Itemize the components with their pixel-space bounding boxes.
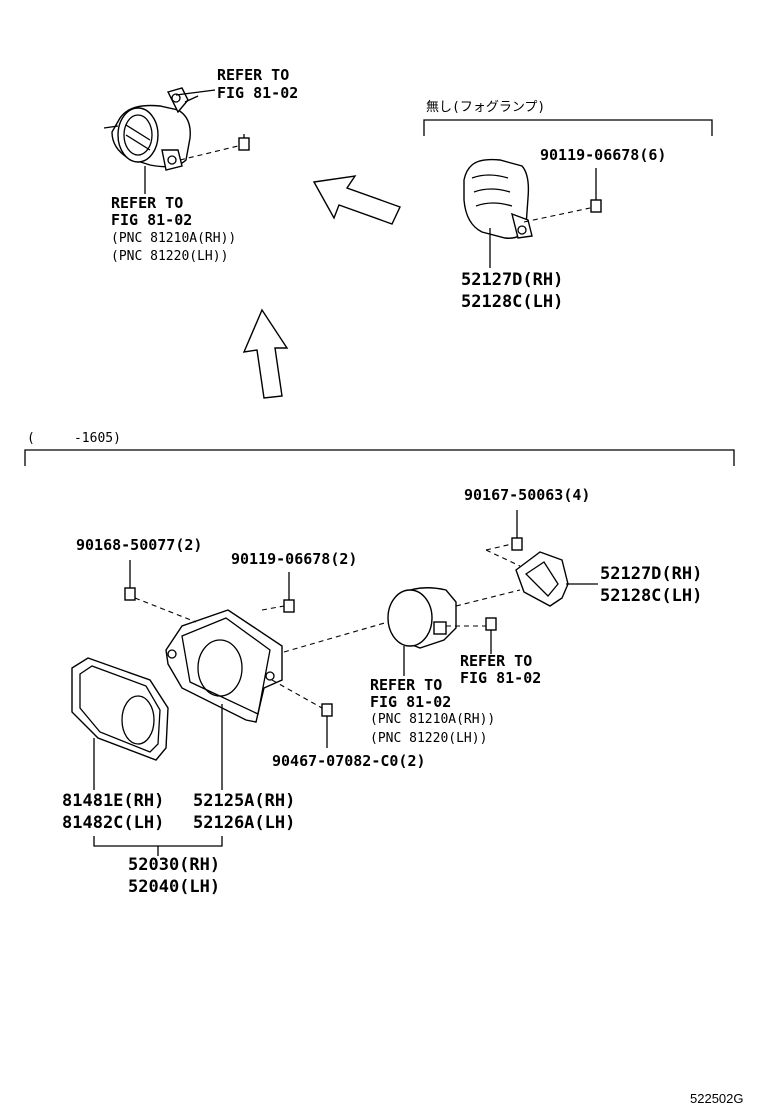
bracket-right-drawing: [515, 551, 569, 607]
refer-lamp-top-line3: (PNC 81210A(RH)): [111, 231, 237, 246]
assembly-part-rh: 52030(RH): [128, 855, 221, 875]
bracket-part-lh: 52128C(LH): [600, 586, 703, 606]
arrow-up-icon: [242, 308, 289, 399]
bolt-c-label: 90119-06678(2): [231, 550, 358, 568]
fog-cover-drawing: [463, 158, 533, 239]
dash-bolt-b: [134, 597, 197, 623]
dash-lamp-housing: [283, 621, 389, 653]
refer-lamp-top-line2: FIG 81-02: [111, 211, 193, 229]
top-right-header: 無し(フォグランプ): [426, 100, 546, 115]
screw-icon: [321, 703, 333, 748]
dash-top-bolt: [179, 145, 239, 161]
diagram-id: 522502G: [690, 1091, 744, 1106]
refer-lamp-line3: (PNC 81210A(RH)): [370, 712, 496, 727]
refer-lamp-top-line4: (PNC 81220(LH)): [111, 249, 229, 264]
top-right-bolt-label: 90119-06678(6): [540, 146, 667, 164]
dash-bracket: [455, 589, 521, 607]
bracket-part-rh: 52127D(RH): [600, 564, 703, 584]
bezel-part-lh: 81482C(LH): [62, 813, 165, 833]
housing-drawing: [165, 609, 283, 723]
refer-right-line2: FIG 81-02: [460, 669, 542, 687]
bolt-a-icon: [511, 510, 523, 551]
cover-part-rh: 52127D(RH): [461, 270, 564, 290]
dash-bolt-c: [261, 605, 285, 611]
assembly-part-lh: 52040(LH): [128, 877, 221, 897]
arrow-left-icon: [312, 175, 401, 225]
refer-lamp-line2: FIG 81-02: [370, 693, 452, 711]
bolt-a-label: 90167-50063(4): [464, 486, 591, 504]
bolt-refer-icon: [485, 617, 497, 654]
refer-lamp-top-line1: REFER TO: [111, 194, 184, 212]
bottom-header: ( -1605): [27, 431, 121, 446]
dash-top-right-bolt: [523, 207, 591, 223]
bezel-drawing: [71, 657, 169, 761]
housing-part-rh: 52125A(RH): [193, 791, 296, 811]
refer-top-line1: REFER TO: [217, 66, 290, 84]
bolt-top-left-icon: [238, 134, 250, 151]
bracket-top-right: [423, 119, 713, 136]
screw-label: 90467-07082-C0(2): [272, 752, 426, 770]
bracket-assembly: [93, 836, 223, 856]
refer-lamp-line1: REFER TO: [370, 676, 443, 694]
bolt-c-icon: [283, 572, 295, 613]
leader-top-refer: [175, 89, 216, 96]
housing-part-lh: 52126A(LH): [193, 813, 296, 833]
refer-lamp-line4: (PNC 81220(LH)): [370, 731, 488, 746]
fog-lamp-top-drawing: [103, 87, 199, 171]
bezel-part-rh: 81481E(RH): [62, 791, 165, 811]
bolt-b-label: 90168-50077(2): [76, 536, 203, 554]
refer-top-line2: FIG 81-02: [217, 84, 299, 102]
dash-bolt-a: [485, 543, 521, 567]
dash-screw: [271, 679, 323, 709]
fog-lamp-bottom-drawing: [387, 587, 457, 649]
refer-right-line1: REFER TO: [460, 652, 533, 670]
bolt-top-right-icon: [590, 168, 602, 213]
bolt-b-icon: [124, 560, 136, 601]
cover-part-lh: 52128C(LH): [461, 292, 564, 312]
bracket-bottom: [24, 449, 735, 466]
